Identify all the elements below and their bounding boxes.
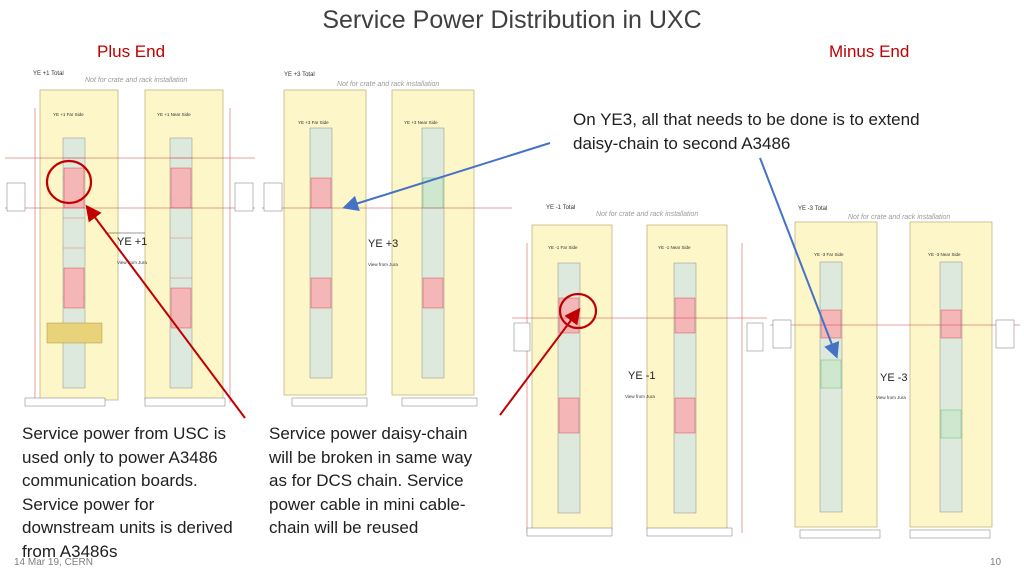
near-side-label: YE +3 Near Side (404, 120, 438, 125)
diagram-note: Not for crate and rack installation (596, 211, 699, 218)
diagram-name: YE +3 Total (284, 72, 315, 78)
callout-usc-power: Service power from USC is used only to p… (22, 424, 233, 561)
wheel-label: YE -1 (628, 370, 656, 382)
near-side-label: YE -1 Near Side (658, 245, 691, 250)
diagram-name: YE -3 Total (798, 206, 828, 212)
slide-title: Service Power Distribution in UXC (322, 6, 702, 34)
far-side-label: YE +3 Far Side (298, 120, 329, 125)
diagram-note: Not for crate and rack installation (337, 81, 440, 88)
far-side-label: YE +1 Far Side (53, 112, 84, 117)
minus-end-label: Minus End (829, 42, 910, 61)
arrow-ye3-minus (759, 157, 840, 359)
near-side-label: YE -3 Near Side (928, 252, 961, 257)
callout-ye3: On YE3, all that needs to be done is to … (573, 108, 943, 155)
footer-date: 14 Mar 19, CERN (14, 557, 93, 568)
diagram-ye-plus1-drawing (5, 89, 255, 407)
view-label: View from Jura (117, 260, 147, 265)
view-label: View from Jura (368, 262, 398, 267)
callout-daisy-chain: Service power daisy-chain will be broken… (269, 422, 494, 540)
diagram-name: YE +1 Total (33, 71, 64, 77)
diagram-ye-plus3-drawing (262, 89, 512, 407)
arrow-usc-power (85, 204, 246, 419)
diagram-ye-plus1: YE +1 Total Not for crate and rack insta… (5, 68, 255, 420)
view-label: View from Jura (625, 394, 655, 399)
highlight-ring-ye-minus1 (558, 292, 598, 330)
wheel-label: YE +1 (117, 236, 148, 248)
page-number: 10 (990, 557, 1002, 568)
diagram-note: Not for crate and rack installation (848, 214, 951, 221)
far-side-label: YE -1 Far Side (548, 245, 578, 250)
diagram-name: YE -1 Total (546, 205, 576, 211)
arrow-daisy-chain (499, 307, 581, 416)
wheel-label: YE +3 (368, 238, 399, 250)
view-label: View from Jura (876, 395, 906, 400)
far-side-label: YE -3 Far Side (814, 252, 844, 257)
arrow-ye3-plus (342, 142, 551, 212)
diagram-ye-minus3-drawing (770, 221, 1020, 539)
wheel-label: YE -3 (880, 372, 908, 384)
plus-end-label: Plus End (97, 42, 166, 61)
diagram-ye-minus3: YE -3 Total Not for crate and rack insta… (770, 200, 1020, 545)
near-side-label: YE +1 Near Side (157, 112, 191, 117)
highlight-ring-ye-plus1 (45, 159, 93, 205)
diagram-note: Not for crate and rack installation (85, 77, 188, 84)
diagram-ye-plus3: YE +3 Total Not for crate and rack insta… (262, 68, 512, 413)
